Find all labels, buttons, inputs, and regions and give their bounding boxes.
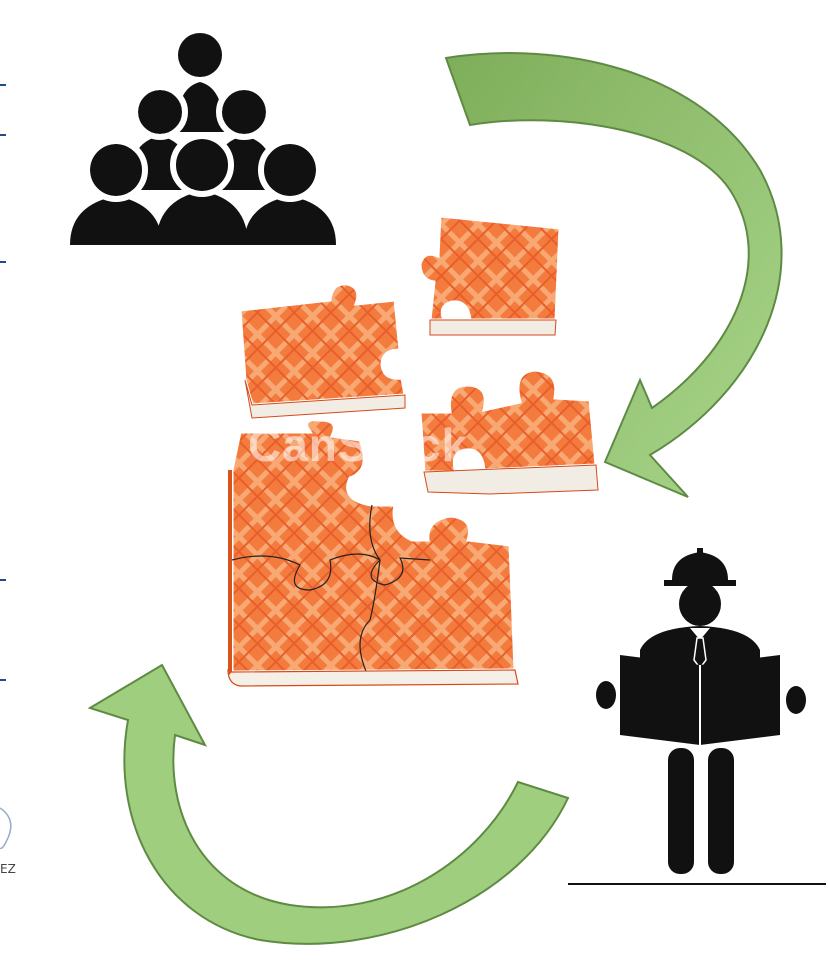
ground-line (568, 883, 826, 885)
group-people-icon (70, 33, 336, 245)
edge-text: EZ (0, 862, 16, 876)
watermark-text: CanStock (248, 419, 469, 471)
left-edge-marks (0, 84, 6, 681)
cycle-arrow-top (444, 52, 783, 498)
cycle-arrow-bottom (87, 663, 570, 945)
edge-logo-fragment (0, 807, 12, 850)
puzzle-book-icon (227, 214, 599, 687)
engineer-reading-icon (596, 548, 806, 874)
